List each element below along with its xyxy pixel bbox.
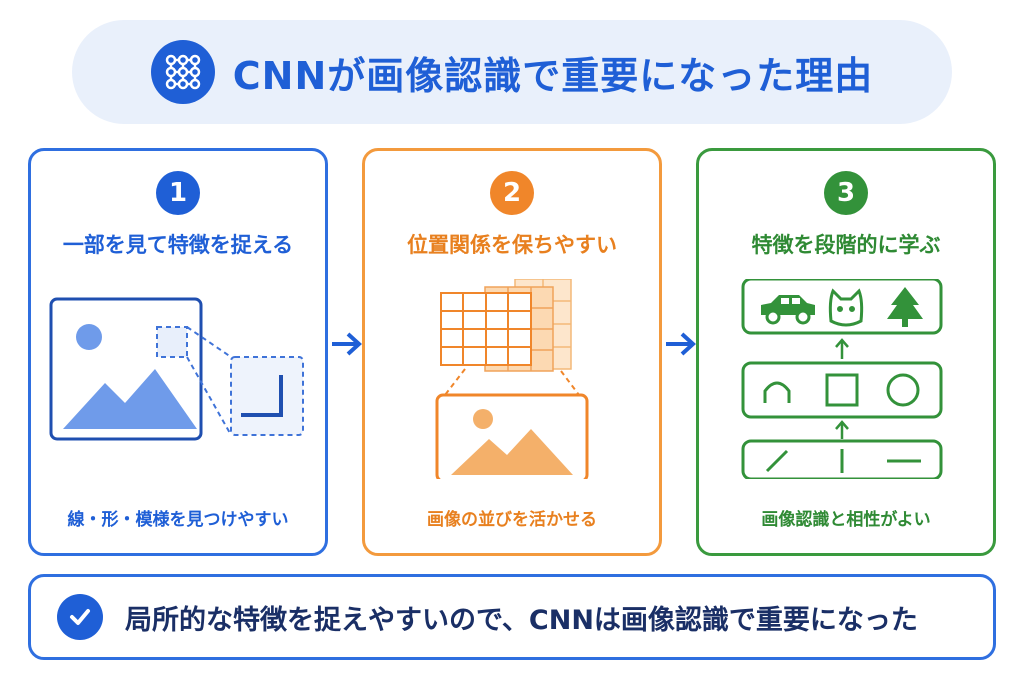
step-number: 1 [156,171,200,215]
card-local-features: 1 一部を見て特徴を捉える 線・形・模様を見つけやすい [28,148,328,556]
conclusion-bar: 局所的な特徴を捉えやすいので、CNNは画像認識で重要になった [28,574,996,660]
square-icon [825,373,859,407]
title-banner: CNNが画像認識で重要になった理由 [72,20,952,124]
arch-icon [763,381,791,403]
feature-grid-illustration [435,279,589,479]
conclusion-text: 局所的な特徴を捉えやすいので、CNNは画像認識で重要になった [125,604,918,636]
card-caption: 画像の並びを活かせる [427,510,597,530]
card-spatial-relations: 2 位置関係を保ちやすい 画像の並びを活かせる [362,148,662,556]
tree-icon [887,287,923,327]
step-number: 2 [490,171,534,215]
circle-icon [886,373,920,407]
step-number: 3 [824,171,868,215]
page-title: CNNが画像認識で重要になった理由 [232,53,874,98]
hierarchy-illustration [741,279,943,479]
grid-network-icon [150,40,215,104]
card-title: 位置関係を保ちやすい [407,233,617,257]
check-icon [57,594,103,640]
card-title: 一部を見て特徴を捉える [62,233,294,257]
card-hierarchical-learning: 3 特徴を段階的に学ぶ [696,148,996,556]
card-title: 特徴を段階的に学ぶ [751,233,941,257]
cat-icon [828,288,864,327]
car-icon [761,295,815,325]
diagonal-line-icon [765,449,789,473]
arrow-right-icon [666,332,696,356]
card-caption: 線・形・模様を見つけやすい [67,510,289,530]
arrow-right-icon [332,332,362,356]
image-zoom-illustration [49,297,304,441]
card-caption: 画像認識と相性がよい [761,510,931,530]
